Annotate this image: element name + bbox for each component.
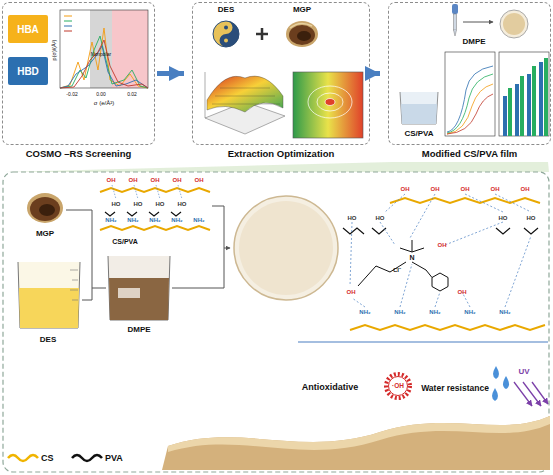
text-label: 0.00 — [96, 92, 106, 97]
text-label: OH — [401, 186, 410, 192]
separator-line — [298, 341, 548, 342]
text-label: OH — [431, 186, 440, 192]
text-label: CS/PVA — [112, 238, 138, 245]
mgp-icon-lower — [27, 193, 63, 223]
text-label: DMPE — [127, 326, 150, 334]
text-label: HO — [527, 215, 536, 221]
text-label: OH — [107, 177, 116, 183]
contour-plot — [293, 72, 363, 138]
text-label: N — [409, 254, 414, 261]
panel-box: Modified CS/PVA film — [388, 2, 551, 145]
text-label: DES — [40, 336, 56, 344]
flow-arrow — [157, 71, 184, 76]
text-label: OH — [129, 177, 138, 183]
text-label: DMPE — [462, 38, 485, 46]
text-label: ·OH — [392, 383, 404, 390]
interaction-structure — [343, 194, 545, 330]
text-label: HO — [376, 215, 385, 221]
detail-panel — [3, 172, 549, 472]
text-label: MGP — [293, 6, 311, 14]
text-label: OH — [491, 186, 500, 192]
text-label: OH — [195, 177, 204, 183]
text-label: HO — [499, 215, 508, 221]
text-label: NH₂ — [127, 217, 138, 223]
text-label: NH₂ — [359, 309, 370, 315]
text-label: NH₂ — [193, 217, 204, 223]
component-box: HBA — [8, 15, 48, 43]
film-photo — [234, 196, 338, 300]
node-label: HBA — [17, 24, 39, 35]
text-label: HO — [348, 215, 357, 221]
text-label: -0.02 — [66, 92, 77, 97]
legend-text: PVA — [105, 454, 123, 463]
text-label: NH₂ — [171, 217, 182, 223]
text-label: HO — [178, 201, 187, 207]
node-label: Extraction Optimization — [179, 148, 383, 159]
film-band — [162, 416, 550, 470]
film-property-charts — [445, 52, 549, 136]
text-label: HO — [134, 201, 143, 207]
beaker — [400, 92, 438, 124]
dmpe-beaker — [108, 256, 170, 320]
text-label: OH — [173, 177, 182, 183]
mgp-icon — [286, 21, 318, 47]
text-label: Antioxidative — [302, 383, 359, 392]
flow-arrow — [372, 71, 380, 76]
text-label: 0.02 — [127, 92, 137, 97]
text-label: OH — [461, 186, 470, 192]
component-box: HBD — [8, 57, 48, 85]
text-label: p(σ)/(Å²) — [52, 40, 58, 61]
sigma-profile-chart — [60, 10, 148, 88]
text-label: OH — [151, 177, 160, 183]
mixing-brackets — [66, 206, 230, 300]
text-label: NH₂ — [149, 217, 160, 223]
panel-box: COSMO –RS ScreeningHBAHBD — [2, 2, 155, 145]
node-label: Modified CS/PVA film — [375, 148, 553, 159]
zoom-funnel — [4, 162, 549, 172]
text-label: Cl⁻ — [393, 267, 401, 273]
text-label: OH — [521, 186, 530, 192]
text-label: HO — [112, 201, 121, 207]
des-beaker — [18, 262, 80, 328]
text-label: OH — [458, 289, 467, 295]
des-icon — [213, 21, 239, 47]
text-label: NH₂ — [429, 309, 440, 315]
antioxidant-icon — [386, 374, 410, 398]
text-label: NH₂ — [394, 309, 405, 315]
response-surface-plot — [205, 72, 285, 134]
text-label: HO — [156, 201, 165, 207]
text-label: NH₂ — [464, 309, 475, 315]
text-label: OH — [347, 289, 356, 295]
text-label: NH₂ — [105, 217, 116, 223]
text-label: MGP — [36, 230, 54, 238]
text-label: Water resistance — [421, 384, 489, 393]
cs-pva-structure — [100, 185, 210, 230]
node-label: HBD — [17, 66, 39, 77]
petri-film — [500, 10, 528, 38]
plus-sign — [256, 28, 268, 40]
text-label: DES — [218, 6, 234, 14]
text-label: Nonpolar — [91, 52, 111, 57]
node-label: COSMO –RS Screening — [0, 148, 168, 159]
panel-box: Extraction Optimization — [192, 2, 370, 145]
legend-text: CS — [41, 454, 54, 463]
water-drops — [492, 366, 509, 401]
text-label: σ (e/Å²) — [94, 100, 114, 106]
uv-arrows — [514, 382, 548, 406]
pipette — [452, 4, 493, 36]
text-label: OH — [438, 242, 447, 248]
text-label: UV — [518, 368, 529, 376]
legend-samples — [8, 455, 102, 461]
text-label: CS/PVA — [404, 130, 433, 138]
text-label: NH₂ — [499, 309, 510, 315]
